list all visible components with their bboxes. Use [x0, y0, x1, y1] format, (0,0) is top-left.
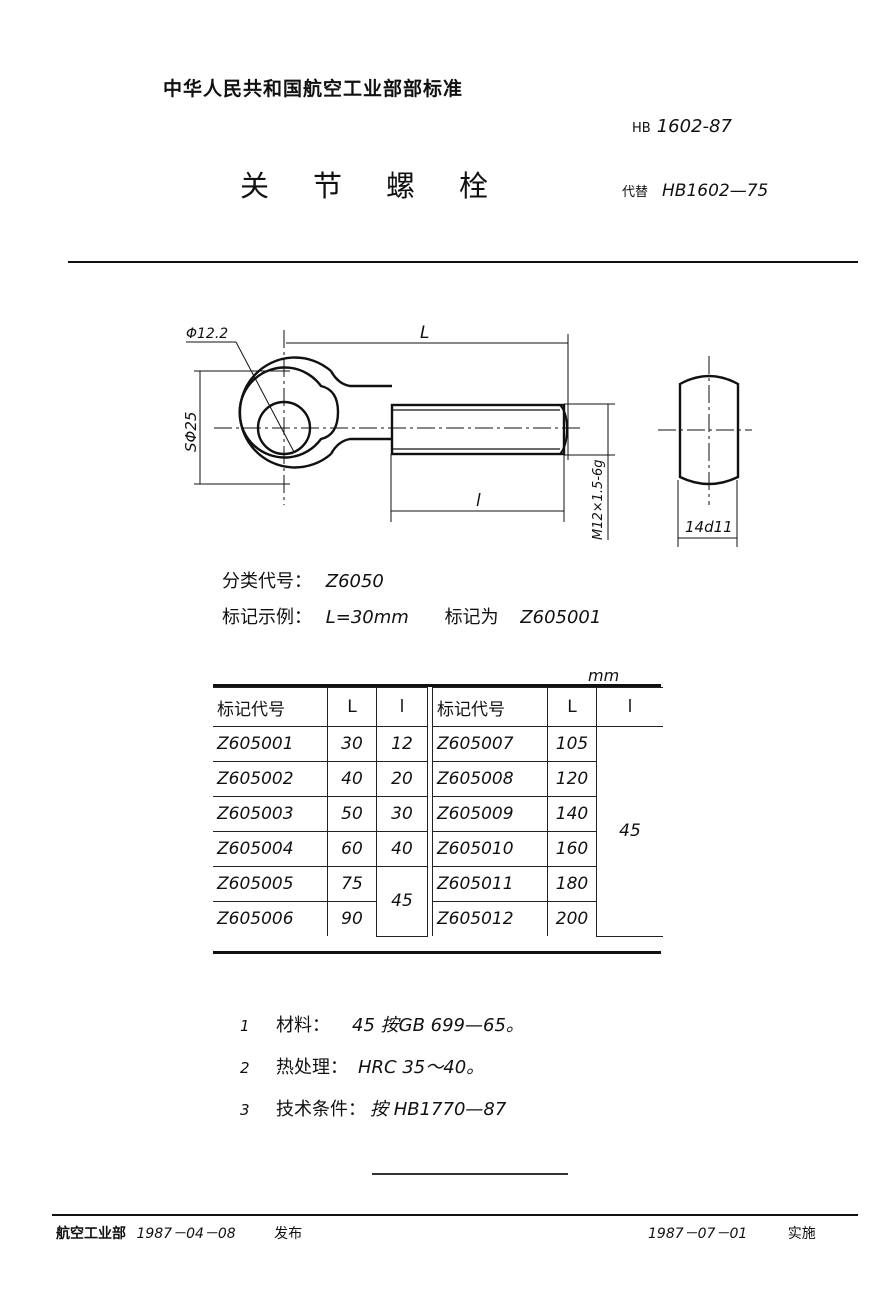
table-row: Z605004 60 40 Z605010 160: [213, 831, 663, 867]
standard-number: HB 1602-87: [632, 116, 732, 137]
dim-sphere-label: SΦ25: [182, 412, 200, 452]
note-label: 技术条件：: [276, 1099, 366, 1120]
code-cell: Z605012: [432, 901, 548, 936]
L-cell: 140: [547, 796, 597, 832]
L-cell: 200: [547, 901, 597, 936]
l-cell: 12: [376, 726, 428, 762]
table-row: Z605001 30 12 Z605007 105 45: [213, 726, 663, 937]
L-cell: 60: [327, 831, 377, 867]
header-divider: [68, 261, 858, 263]
note-text: 45 按GB 699—65。: [352, 1015, 524, 1036]
code-cell: Z605004: [213, 831, 328, 867]
table-row: Z605003 50 30 Z605009 140: [213, 796, 663, 832]
note-text: HRC 35～40。: [358, 1057, 485, 1078]
replaces-label: 代替: [622, 185, 649, 200]
note-text: 按 HB1770—87: [370, 1099, 507, 1120]
marking-result-label: 标记为: [444, 607, 499, 628]
footer-effective-date: 1987－07－01: [648, 1226, 748, 1242]
L-cell: 180: [547, 866, 597, 902]
document-title: 关节螺栓: [240, 169, 533, 203]
marking-example-label: 标记示例：: [222, 607, 312, 628]
footer-divider: [52, 1214, 858, 1216]
marking-result-value: Z605001: [520, 607, 602, 628]
L-cell: 160: [547, 831, 597, 867]
L-cell: 75: [327, 866, 377, 902]
eye-bolt-drawing: Φ12.2 L l SΦ25 M12×1.5-6g 14d11: [182, 323, 752, 547]
note-number: 1: [240, 1017, 250, 1035]
merged-l-left-cell: 45: [376, 866, 428, 937]
code-cell: Z605010: [432, 831, 548, 867]
L-cell: 50: [327, 796, 377, 832]
table-row: Z605005 75 45 Z605011 180: [213, 866, 663, 937]
footer-effective: 1987－07－01 实施: [648, 1223, 816, 1243]
code-cell: Z605011: [432, 866, 548, 902]
code-cell: Z605007: [432, 726, 548, 762]
code-cell: Z605008: [432, 761, 548, 797]
l-cell: 30: [376, 796, 428, 832]
note-item: 1 材料： 45 按GB 699—65。: [240, 1011, 524, 1037]
L-cell: 90: [327, 901, 377, 936]
L-cell: 120: [547, 761, 597, 797]
classification-label: 分类代号：: [222, 571, 312, 592]
header-code-left: 标记代号: [213, 687, 328, 727]
header-L-right: L: [547, 687, 597, 727]
code-cell: Z605006: [213, 901, 328, 936]
note-item: 2 热处理： HRC 35～40。: [240, 1053, 484, 1079]
L-cell: 105: [547, 726, 597, 762]
replaces-value: HB1602—75: [662, 181, 769, 201]
footer-issue-date: 1987－04－08: [136, 1226, 236, 1242]
header-code-right: 标记代号: [432, 687, 548, 727]
code-cell: Z605009: [432, 796, 548, 832]
table-bottom-rule: [213, 951, 661, 954]
dim-total-length-label: L: [420, 323, 429, 343]
table-header-row: 标记代号 L l 标记代号 L l: [213, 687, 663, 727]
dim-width-label: 14d11: [685, 518, 733, 536]
code-cell: Z605001: [213, 726, 328, 762]
L-cell: 30: [327, 726, 377, 762]
organization-header: 中华人民共和国航空工业部部标准: [163, 78, 464, 100]
merged-l-right-cell: 45: [596, 726, 663, 937]
standard-number-value: 1602-87: [656, 116, 732, 137]
L-cell: 40: [327, 761, 377, 797]
note-label: 热处理：: [276, 1057, 348, 1078]
table-row: Z605002 40 20 Z605008 120: [213, 761, 663, 797]
dim-hole-label: Φ12.2: [186, 326, 228, 342]
note-item: 3 技术条件：按 HB1770—87: [240, 1095, 506, 1121]
standard-prefix: HB: [632, 121, 651, 136]
code-cell: Z605002: [213, 761, 328, 797]
end-rule: [372, 1173, 568, 1175]
footer-issue-label: 发布: [274, 1226, 303, 1242]
code-cell: Z605005: [213, 866, 328, 902]
header-l-right: l: [596, 687, 663, 727]
marking-example-line: 标记示例： L=30mm 标记为 Z605001: [222, 603, 601, 629]
dim-thread-label: M12×1.5-6g: [591, 459, 606, 540]
footer-issuer: 航空工业部: [56, 1226, 126, 1242]
classification-line: 分类代号： Z6050: [222, 567, 384, 593]
l-cell: 40: [376, 831, 428, 867]
header-l-left: l: [376, 687, 428, 727]
code-cell: Z605003: [213, 796, 328, 832]
note-number: 2: [240, 1059, 250, 1077]
dim-thread-length-label: l: [476, 491, 481, 511]
l-cell: 20: [376, 761, 428, 797]
replaces-standard: 代替 HB1602—75: [622, 181, 768, 201]
footer-effective-label: 实施: [787, 1226, 816, 1242]
note-number: 3: [240, 1101, 250, 1119]
header-L-left: L: [327, 687, 377, 727]
dimension-table: 标记代号 L l 标记代号 L l Z605001 30 12 Z605007 …: [213, 687, 663, 937]
footer-issue: 航空工业部 1987－04－08 发布: [56, 1223, 302, 1243]
table-row: Z605006 90 Z605012 200: [213, 901, 663, 936]
note-label: 材料：: [276, 1015, 330, 1036]
table-top-rule: [213, 684, 661, 687]
classification-value: Z6050: [325, 571, 384, 592]
marking-example-condition: L=30mm: [325, 607, 409, 628]
table-unit: mm: [588, 666, 620, 685]
